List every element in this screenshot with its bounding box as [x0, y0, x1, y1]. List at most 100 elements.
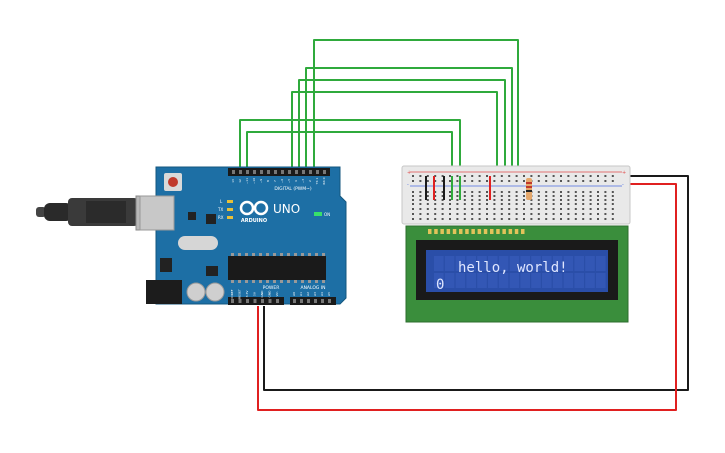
- breadboard-hole[interactable]: [611, 218, 614, 220]
- breadboard-hole[interactable]: [441, 180, 444, 182]
- breadboard-hole[interactable]: [434, 175, 437, 177]
- breadboard-hole[interactable]: [441, 208, 444, 210]
- lcd-pin[interactable]: [434, 229, 438, 234]
- breadboard-hole[interactable]: [611, 199, 614, 201]
- digital-pin[interactable]: [309, 170, 312, 174]
- breadboard-hole[interactable]: [508, 180, 511, 182]
- power-pin[interactable]: [276, 299, 279, 303]
- breadboard-hole[interactable]: [456, 175, 459, 177]
- breadboard-hole[interactable]: [434, 191, 437, 193]
- breadboard-hole[interactable]: [493, 175, 496, 177]
- breadboard-hole[interactable]: [582, 195, 585, 197]
- breadboard-hole[interactable]: [441, 195, 444, 197]
- breadboard-hole[interactable]: [597, 218, 599, 220]
- breadboard-hole[interactable]: [500, 218, 503, 220]
- breadboard-hole[interactable]: [493, 218, 496, 220]
- breadboard-hole[interactable]: [597, 208, 599, 210]
- breadboard-hole[interactable]: [500, 199, 503, 201]
- breadboard-hole[interactable]: [604, 208, 607, 210]
- breadboard-hole[interactable]: [500, 203, 503, 205]
- breadboard-hole[interactable]: [604, 213, 607, 215]
- breadboard-hole[interactable]: [597, 180, 599, 182]
- breadboard-hole[interactable]: [493, 180, 496, 182]
- breadboard-hole[interactable]: [523, 203, 525, 205]
- breadboard-hole[interactable]: [412, 191, 414, 193]
- breadboard-hole[interactable]: [419, 175, 422, 177]
- breadboard-hole[interactable]: [537, 191, 540, 193]
- breadboard-hole[interactable]: [508, 199, 511, 201]
- breadboard-hole[interactable]: [493, 208, 496, 210]
- power-pin[interactable]: [268, 299, 272, 303]
- breadboard-hole[interactable]: [574, 213, 577, 215]
- breadboard-hole[interactable]: [574, 195, 577, 197]
- breadboard-hole[interactable]: [545, 191, 548, 193]
- breadboard-hole[interactable]: [582, 203, 585, 205]
- breadboard-hole[interactable]: [471, 180, 474, 182]
- breadboard-hole[interactable]: [508, 213, 511, 215]
- breadboard-hole[interactable]: [552, 175, 555, 177]
- power-pin[interactable]: [246, 299, 249, 303]
- breadboard-hole[interactable]: [537, 180, 540, 182]
- breadboard-hole[interactable]: [552, 213, 555, 215]
- green-wire-5[interactable]: [305, 67, 513, 200]
- breadboard-hole[interactable]: [478, 195, 481, 197]
- breadboard-hole[interactable]: [560, 208, 562, 210]
- breadboard-hole[interactable]: [589, 208, 592, 210]
- breadboard-hole[interactable]: [471, 218, 474, 220]
- breadboard-hole[interactable]: [552, 218, 555, 220]
- breadboard-hole[interactable]: [508, 218, 511, 220]
- breadboard-hole[interactable]: [515, 195, 518, 197]
- digital-pin[interactable]: [316, 170, 319, 174]
- breadboard-hole[interactable]: [589, 180, 592, 182]
- breadboard-hole[interactable]: [493, 203, 496, 205]
- breadboard-hole[interactable]: [530, 175, 533, 177]
- breadboard-hole[interactable]: [478, 180, 481, 182]
- breadboard-hole[interactable]: [523, 191, 525, 193]
- breadboard-hole[interactable]: [523, 213, 525, 215]
- breadboard-hole[interactable]: [486, 213, 488, 215]
- breadboard-hole[interactable]: [471, 199, 474, 201]
- breadboard-hole[interactable]: [412, 180, 414, 182]
- lcd-pin[interactable]: [490, 229, 494, 234]
- breadboard-hole[interactable]: [545, 208, 548, 210]
- lcd-pin[interactable]: [508, 229, 513, 234]
- breadboard-hole[interactable]: [530, 208, 533, 210]
- breadboard[interactable]: + - + -: [401, 165, 631, 225]
- breadboard-hole[interactable]: [412, 213, 414, 215]
- digital-pin[interactable]: [239, 170, 242, 174]
- breadboard-hole[interactable]: [530, 199, 533, 201]
- breadboard-hole[interactable]: [597, 203, 599, 205]
- breadboard-hole[interactable]: [597, 191, 599, 193]
- breadboard-hole[interactable]: [589, 199, 592, 201]
- lcd-pin[interactable]: [465, 229, 469, 234]
- breadboard-hole[interactable]: [574, 175, 577, 177]
- resistor[interactable]: [526, 178, 532, 200]
- breadboard-hole[interactable]: [582, 175, 585, 177]
- lcd-pin[interactable]: [521, 229, 525, 234]
- breadboard-hole[interactable]: [434, 203, 437, 205]
- breadboard-hole[interactable]: [493, 213, 496, 215]
- breadboard-hole[interactable]: [449, 199, 451, 201]
- lcd-pin[interactable]: [483, 229, 488, 234]
- breadboard-hole[interactable]: [523, 180, 525, 182]
- breadboard-hole[interactable]: [500, 180, 503, 182]
- breadboard-hole[interactable]: [589, 213, 592, 215]
- breadboard-hole[interactable]: [426, 175, 429, 177]
- breadboard-hole[interactable]: [597, 213, 599, 215]
- breadboard-hole[interactable]: [604, 218, 607, 220]
- breadboard-hole[interactable]: [582, 180, 585, 182]
- breadboard-hole[interactable]: [604, 199, 607, 201]
- breadboard-hole[interactable]: [486, 195, 488, 197]
- breadboard-hole[interactable]: [486, 199, 488, 201]
- breadboard-hole[interactable]: [486, 180, 488, 182]
- breadboard-hole[interactable]: [589, 203, 592, 205]
- breadboard-hole[interactable]: [449, 208, 451, 210]
- breadboard-hole[interactable]: [478, 218, 481, 220]
- breadboard-hole[interactable]: [597, 195, 599, 197]
- breadboard-hole[interactable]: [500, 208, 503, 210]
- breadboard-hole[interactable]: [441, 191, 444, 193]
- breadboard-hole[interactable]: [434, 208, 437, 210]
- digital-pin[interactable]: [281, 170, 284, 174]
- black-gnd-wire[interactable]: [263, 175, 689, 391]
- lcd-pin[interactable]: [452, 229, 457, 234]
